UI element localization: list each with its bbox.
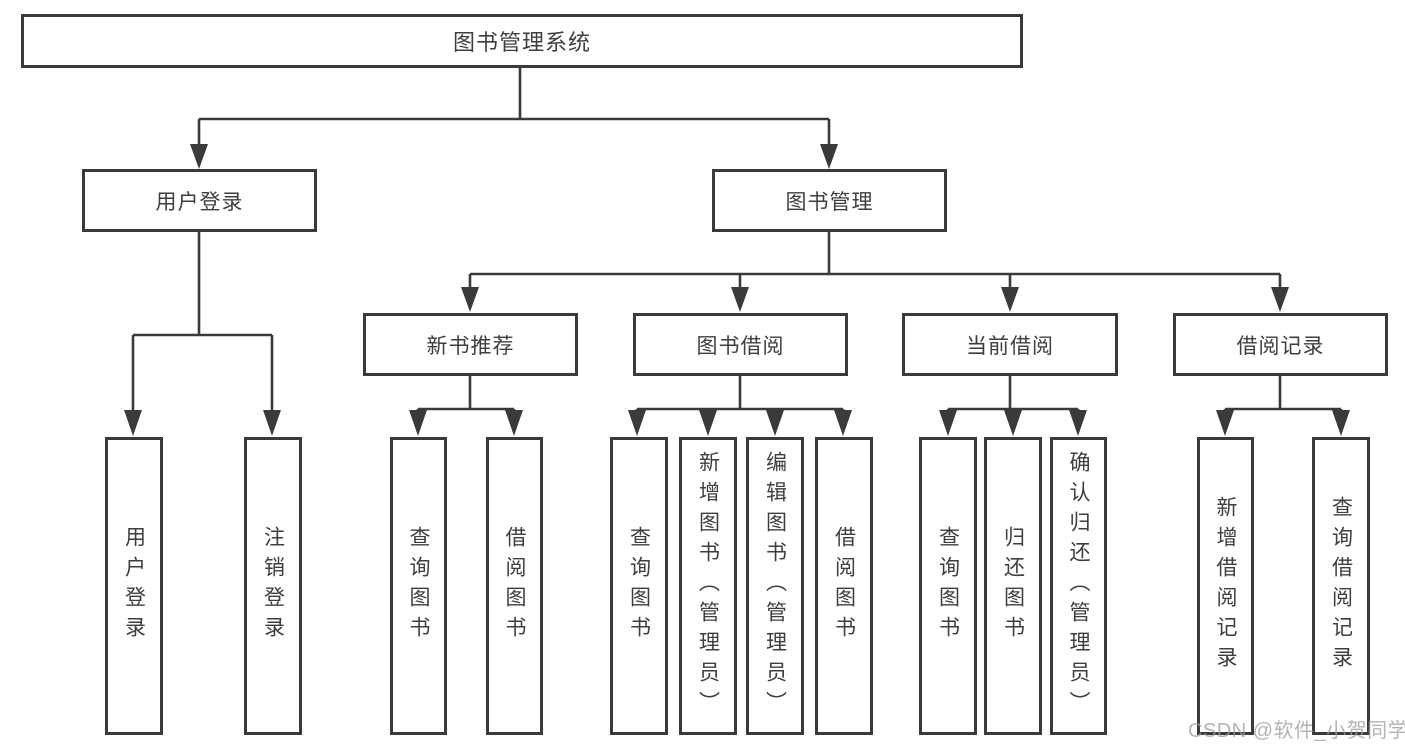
node-current-borrowing: 当前借阅 bbox=[902, 313, 1118, 376]
node-book-management: 图书管理 bbox=[712, 169, 947, 232]
node-user-login: 用户登录 bbox=[82, 169, 317, 232]
node-label: 注销登录 bbox=[261, 526, 285, 646]
leaf-add-books-admin: 新增图书（管理员） bbox=[679, 437, 737, 735]
leaf-query-books-borrowing: 查询图书 bbox=[610, 437, 668, 735]
leaf-add-borrow-record: 新增借阅记录 bbox=[1197, 437, 1254, 735]
node-label: 借阅图书 bbox=[832, 526, 856, 646]
leaf-user-login: 用户登录 bbox=[105, 437, 163, 735]
leaf-edit-books-admin: 编辑图书（管理员） bbox=[746, 437, 804, 735]
node-label: 查询图书 bbox=[407, 526, 430, 646]
node-label: 图书管理 bbox=[785, 190, 874, 214]
watermark-text: CSDN @软件_小贺同学 bbox=[1188, 720, 1405, 742]
node-library-management-system: 图书管理系统 bbox=[21, 14, 1023, 68]
node-label: 图书借阅 bbox=[696, 334, 785, 358]
leaf-query-books-recommendation: 查询图书 bbox=[390, 437, 447, 735]
node-label: 借阅图书 bbox=[503, 526, 526, 646]
leaf-logout: 注销登录 bbox=[244, 437, 302, 735]
leaf-borrow-books: 借阅图书 bbox=[815, 437, 873, 735]
node-label: 确认归还（管理员） bbox=[1067, 451, 1090, 721]
leaf-query-borrow-record: 查询借阅记录 bbox=[1312, 437, 1370, 735]
node-label: 图书管理系统 bbox=[452, 30, 591, 55]
node-label: 新增图书（管理员） bbox=[696, 451, 720, 721]
leaf-query-books-current: 查询图书 bbox=[919, 437, 977, 735]
node-label: 查询图书 bbox=[936, 526, 960, 646]
node-label: 编辑图书（管理员） bbox=[763, 451, 787, 721]
node-label: 查询图书 bbox=[627, 526, 651, 646]
node-label: 归还图书 bbox=[1001, 526, 1025, 646]
node-label: 当前借阅 bbox=[966, 334, 1054, 358]
node-borrowing-records: 借阅记录 bbox=[1173, 313, 1388, 376]
node-label: 借阅记录 bbox=[1236, 334, 1325, 358]
node-label: 用户登录 bbox=[155, 190, 244, 214]
leaf-return-books: 归还图书 bbox=[984, 437, 1042, 735]
leaf-borrow-books-recommendation: 借阅图书 bbox=[486, 437, 543, 735]
node-label: 查询借阅记录 bbox=[1329, 496, 1353, 676]
node-new-book-recommendation: 新书推荐 bbox=[363, 313, 578, 376]
node-label: 新书推荐 bbox=[426, 334, 515, 358]
leaf-confirm-return-admin: 确认归还（管理员） bbox=[1050, 437, 1107, 735]
node-label: 新增借阅记录 bbox=[1214, 496, 1237, 676]
node-label: 用户登录 bbox=[122, 526, 146, 646]
node-book-borrowing: 图书借阅 bbox=[633, 313, 848, 376]
